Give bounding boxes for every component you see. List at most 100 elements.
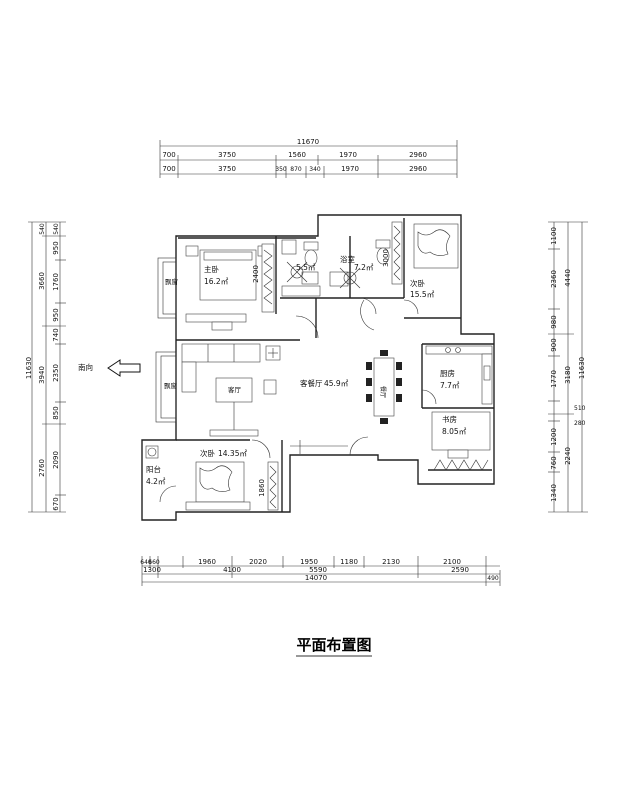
tv-cabinet (209, 429, 259, 437)
kitchen-area: 7.7㎡ (440, 381, 460, 390)
bath1-area: 5.5㎡ (296, 263, 316, 272)
dining-label: 餐厅 (379, 386, 387, 398)
left-dim-1: 540 (53, 223, 60, 235)
left-dim-2: 950 (52, 241, 60, 254)
left-dim-6: 2350 (52, 364, 60, 382)
second-bed-bottom-wardrobe-height: 1860 (258, 479, 266, 497)
right-dim-b2: 3180 (564, 366, 572, 384)
bottom-dim-8: 2100 (443, 558, 461, 566)
balcony-name: 阳台 (146, 464, 161, 474)
study-name: 书房 (442, 414, 457, 424)
bottom-dimension-lines (141, 556, 501, 586)
left-dim-5: 740 (52, 328, 60, 341)
master-desk (185, 313, 247, 323)
second-bed-top-bed (413, 223, 459, 269)
living-name: 客餐厅 (300, 378, 323, 388)
bath2-fixtures (329, 239, 391, 287)
top-dim-5: 2960 (409, 151, 427, 159)
left-dim-8: 2090 (52, 451, 60, 469)
study-shelf-zigzag (433, 459, 489, 471)
arrow-left-icon (107, 359, 141, 377)
bottom-dim-1: 640 (140, 559, 152, 566)
interior-walls (176, 218, 494, 512)
top-dim-b1: 700 (162, 165, 175, 173)
left-dim-b1: 540 (39, 223, 46, 235)
left-dim-7: 850 (52, 406, 60, 419)
kitchen-counters (425, 345, 493, 405)
master-wardrobe (261, 243, 275, 313)
top-dim-b2: 3750 (218, 165, 236, 173)
right-dim-7: 280 (574, 420, 586, 427)
kitchen-name: 厨房 (440, 368, 455, 378)
left-dimension-lines (28, 221, 66, 513)
right-dim-6: 510 (574, 405, 586, 412)
right-dim-4: 900 (550, 338, 558, 351)
bottom-dim-6: 1180 (340, 558, 358, 566)
top-dim-1: 700 (162, 151, 175, 159)
master-desk-chair (211, 321, 233, 331)
second-bed-bottom-area: 14.35㎡ (218, 449, 247, 458)
top-dim-b7: 2960 (409, 165, 427, 173)
second-bed-top-area: 15.5㎡ (410, 290, 435, 299)
bay-window-mid (155, 351, 177, 423)
bottom-dim-3: 1960 (198, 558, 216, 566)
right-dim-3: 980 (550, 315, 558, 328)
master-bed-name: 主卧 (204, 264, 219, 274)
study-area: 8.05㎡ (442, 427, 467, 436)
bath2-name: 浴室 (340, 254, 355, 264)
left-dim-4: 950 (52, 308, 60, 321)
master-wardrobe-height: 2400 (252, 265, 260, 283)
second-bed-bottom-door-swing (251, 439, 271, 459)
study-desk (431, 411, 491, 459)
bay-window-label-top: 飘窗 (165, 277, 178, 286)
left-dim-9: 670 (52, 497, 60, 510)
bottom-dim-5: 1950 (300, 558, 318, 566)
exterior-walls (141, 214, 495, 521)
bath2-area: 7.2㎡ (354, 263, 374, 272)
bottom-extra-dim: 490 (487, 575, 499, 582)
kitchen-door-swing (421, 389, 437, 405)
left-dim-b4: 2760 (38, 459, 46, 477)
bottom-dim-4: 2020 (249, 558, 267, 566)
right-dim-2: 2360 (550, 270, 558, 288)
left-total-dim: 11630 (25, 357, 33, 379)
top-dim-b3: 350 (275, 166, 287, 173)
top-total-dim: 11670 (297, 138, 319, 146)
living-sofa (181, 343, 261, 393)
top-dim-2: 3750 (218, 151, 236, 159)
second-bed-top-wardrobe-height: 3000 (382, 249, 390, 267)
bath2-door-swing (359, 297, 377, 315)
second-bed-bottom-wardrobe (267, 461, 279, 511)
bay-window-label-mid: 飘窗 (164, 381, 177, 390)
hall-entry-lines (290, 440, 348, 454)
bottom-total-dim: 14070 (305, 574, 327, 582)
bath2-shower-icon (339, 267, 361, 289)
washer-drum-icon (147, 447, 157, 457)
second-bed-top-door-swing (403, 299, 419, 315)
right-dim-8: 1200 (550, 428, 558, 446)
second-bed-top-name: 次卧 (410, 278, 425, 288)
drawing-title: 平面布置图 (296, 636, 371, 654)
left-dim-b2: 3660 (38, 272, 46, 290)
top-dim-b6: 1970 (341, 165, 359, 173)
bay-window-top (157, 257, 177, 319)
living-area: 45.9㎡ (324, 379, 349, 388)
master-bed (185, 245, 271, 301)
right-dim-b3: 2240 (564, 447, 572, 465)
top-dimension-lines (159, 140, 458, 178)
bottom-dim-b3: 5590 (309, 566, 327, 574)
bottom-dim-b1: 1300 (143, 566, 161, 574)
right-dim-9: 760 (550, 456, 558, 469)
entry-door-swing (349, 436, 369, 456)
second-bed-top-wardrobe (391, 221, 403, 285)
balcony-area: 4.2㎡ (146, 477, 166, 486)
bottom-dim-7: 2130 (382, 558, 400, 566)
hall-door-swing (360, 299, 375, 331)
top-dim-4: 1970 (339, 151, 357, 159)
right-dimension-lines (548, 221, 588, 513)
bottom-dim-b4: 2590 (451, 566, 469, 574)
bottom-dim-b2: 4100 (223, 566, 241, 574)
bath1-shower-icon (286, 261, 308, 283)
dining-table (366, 350, 402, 424)
right-total-dim: 11630 (578, 357, 586, 379)
